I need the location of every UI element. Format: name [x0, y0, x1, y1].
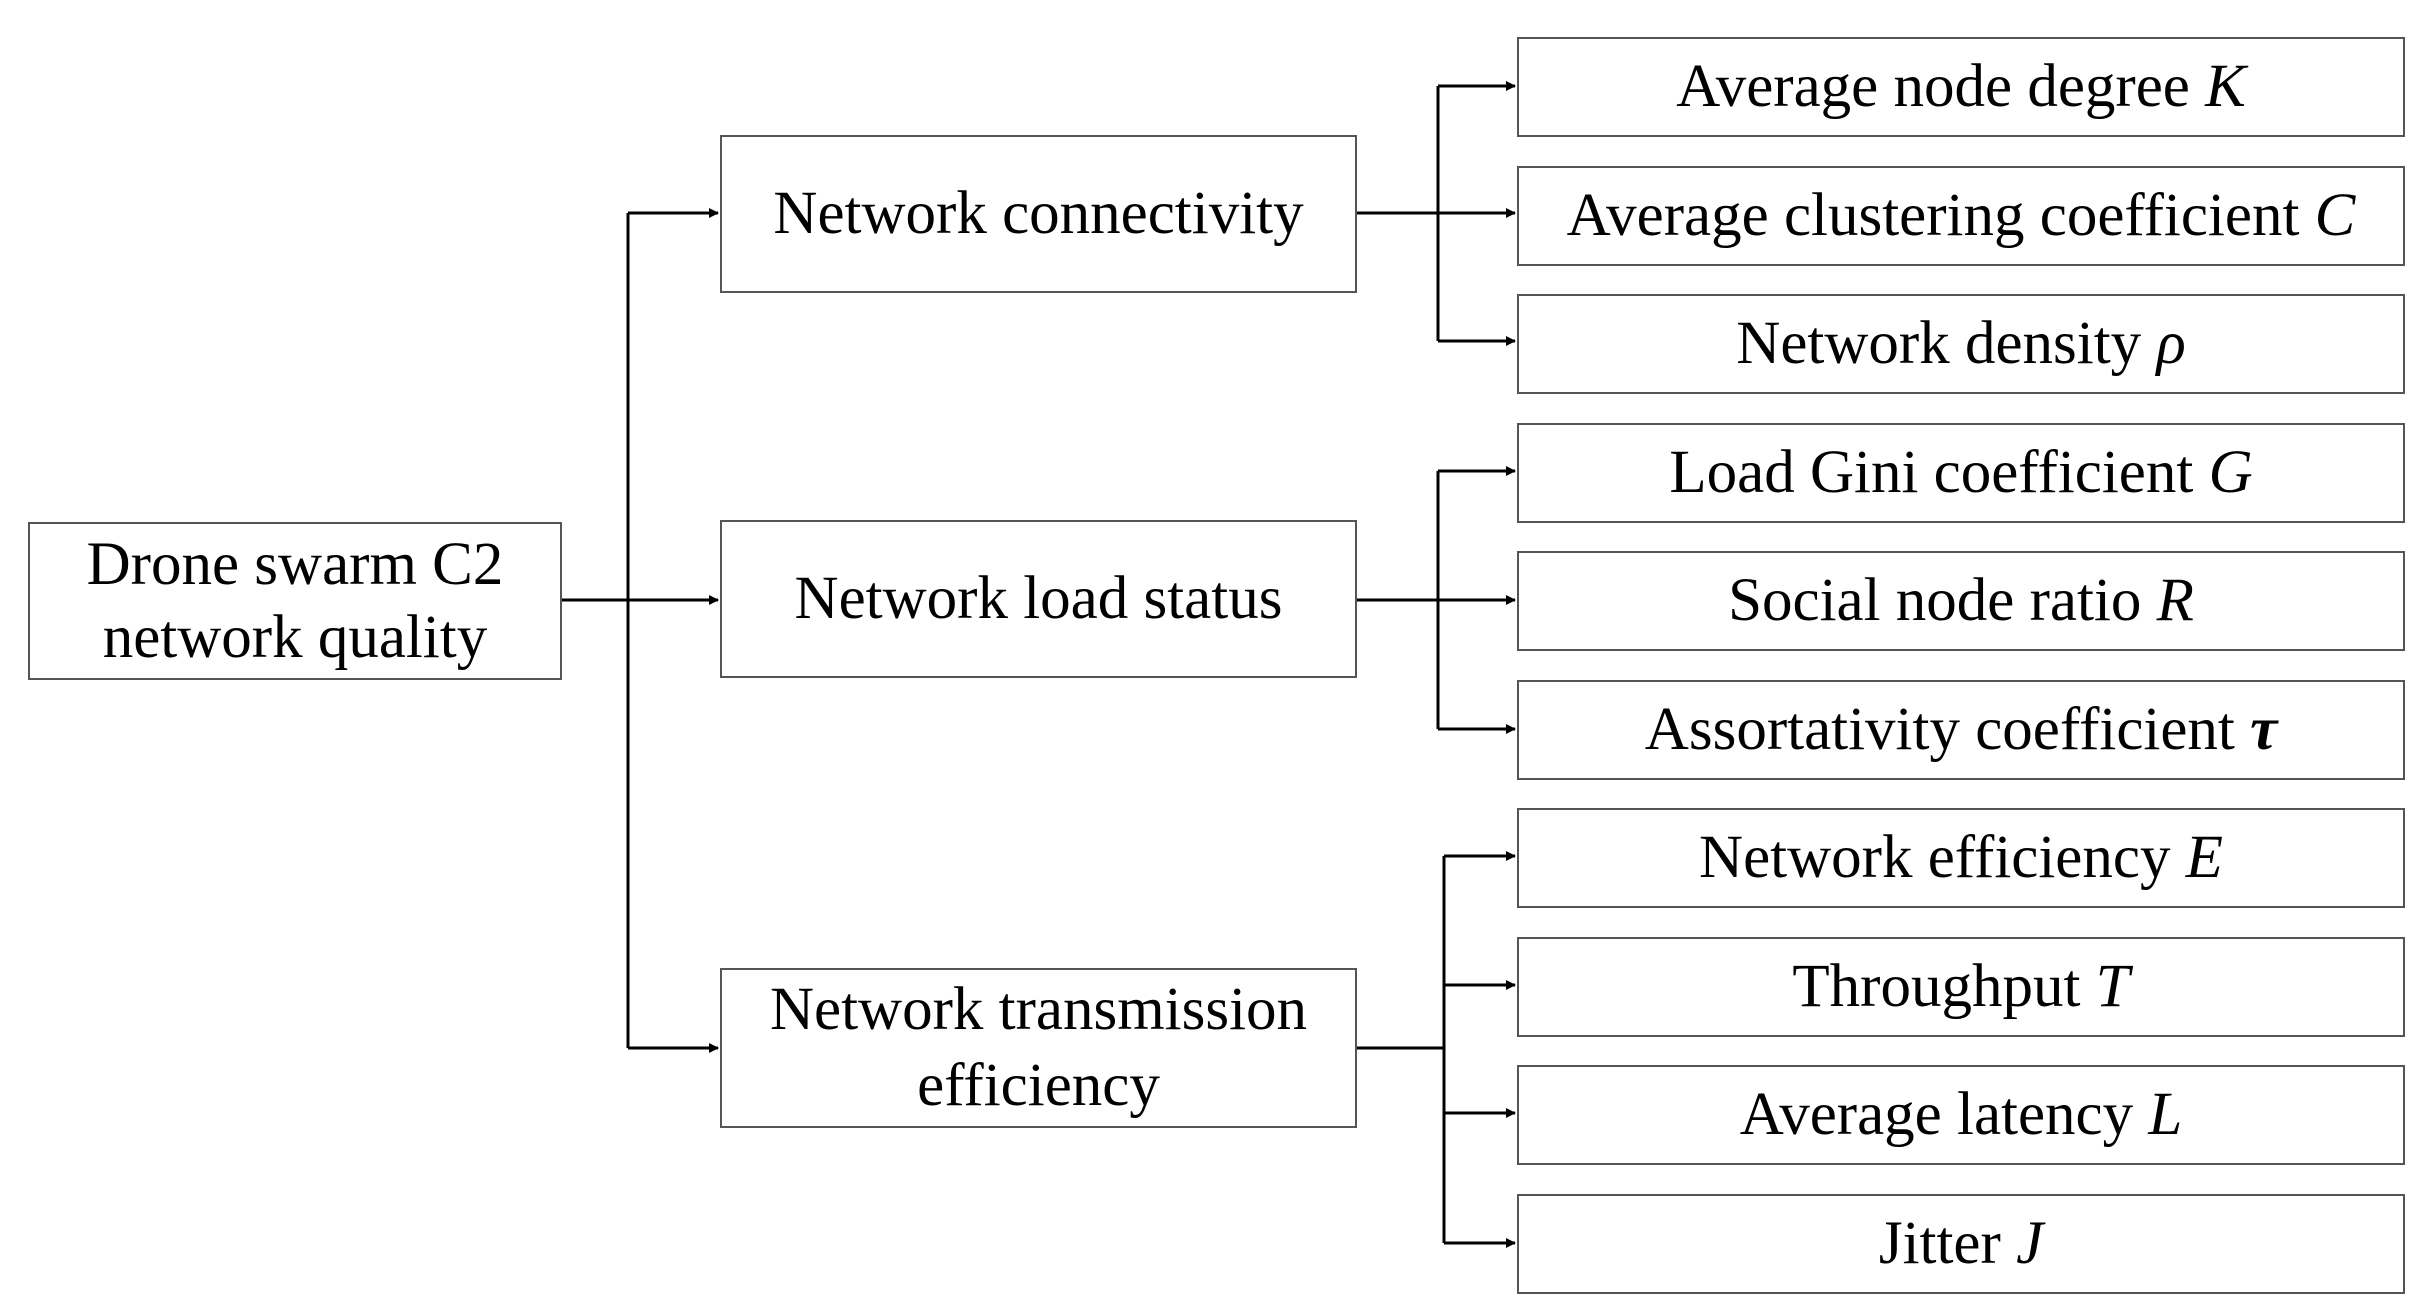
indicator-symbol: C: [2314, 181, 2356, 249]
indicator-symbol: R: [2156, 566, 2194, 634]
indicator-symbol: K: [2205, 52, 2246, 120]
indicator-label: Network density: [1736, 309, 2157, 377]
indicator-label: Social node ratio: [1728, 566, 2157, 634]
indicator-average-node-degree: Average node degree K: [1517, 37, 2405, 137]
category-network-load-status: Network load status: [720, 520, 1357, 678]
root-node: Drone swarm C2 network quality: [28, 522, 562, 680]
indicator-label: Network efficiency: [1699, 823, 2186, 891]
indicator-symbol: τ: [2250, 695, 2278, 763]
category-label-line1: Network transmission: [769, 975, 1308, 1043]
indicator-symbol: ρ: [2156, 309, 2186, 377]
indicator-network-efficiency: Network efficiency E: [1517, 808, 2405, 908]
root-label-line2: network quality: [102, 604, 488, 671]
indicator-symbol: G: [2208, 438, 2253, 506]
indicator-label: Average latency: [1739, 1080, 2149, 1148]
category-label: Network connectivity: [773, 179, 1304, 247]
category-network-transmission-efficiency: Network transmission efficiency: [720, 968, 1357, 1128]
connectivity-connectors: [1357, 81, 1516, 346]
root-connectors: [562, 208, 719, 1053]
indicator-assortativity-coefficient: Assortativity coefficient τ: [1517, 680, 2405, 780]
indicator-average-clustering-coefficient: Average clustering coefficient C: [1517, 166, 2405, 266]
indicator-symbol: L: [2148, 1080, 2183, 1148]
category-network-connectivity: Network connectivity: [720, 135, 1357, 293]
category-label-line2: efficiency: [917, 1052, 1160, 1119]
indicator-social-node-ratio: Social node ratio R: [1517, 551, 2405, 651]
indicator-network-density: Network density ρ: [1517, 294, 2405, 394]
indicator-jitter: Jitter J: [1517, 1194, 2405, 1294]
indicator-label: Jitter: [1878, 1209, 2017, 1277]
root-label-line1: Drone swarm C2: [86, 530, 504, 598]
indicator-symbol: E: [2185, 823, 2223, 891]
category-label: Network load status: [794, 564, 1283, 632]
transmission-connectors: [1357, 851, 1516, 1248]
indicator-throughput: Throughput T: [1517, 937, 2405, 1037]
indicator-label: Average clustering coefficient: [1566, 181, 2315, 249]
indicator-label: Average node degree: [1676, 52, 2206, 120]
indicator-label: Throughput: [1792, 952, 2096, 1020]
indicator-load-gini-coefficient: Load Gini coefficient G: [1517, 423, 2405, 523]
indicator-label: Load Gini coefficient: [1669, 438, 2209, 506]
indicator-symbol: J: [2016, 1209, 2044, 1277]
indicator-label: Assortativity coefficient: [1644, 695, 2251, 763]
load-connectors: [1357, 466, 1516, 734]
indicator-symbol: T: [2095, 952, 2130, 1020]
indicator-average-latency: Average latency L: [1517, 1065, 2405, 1165]
